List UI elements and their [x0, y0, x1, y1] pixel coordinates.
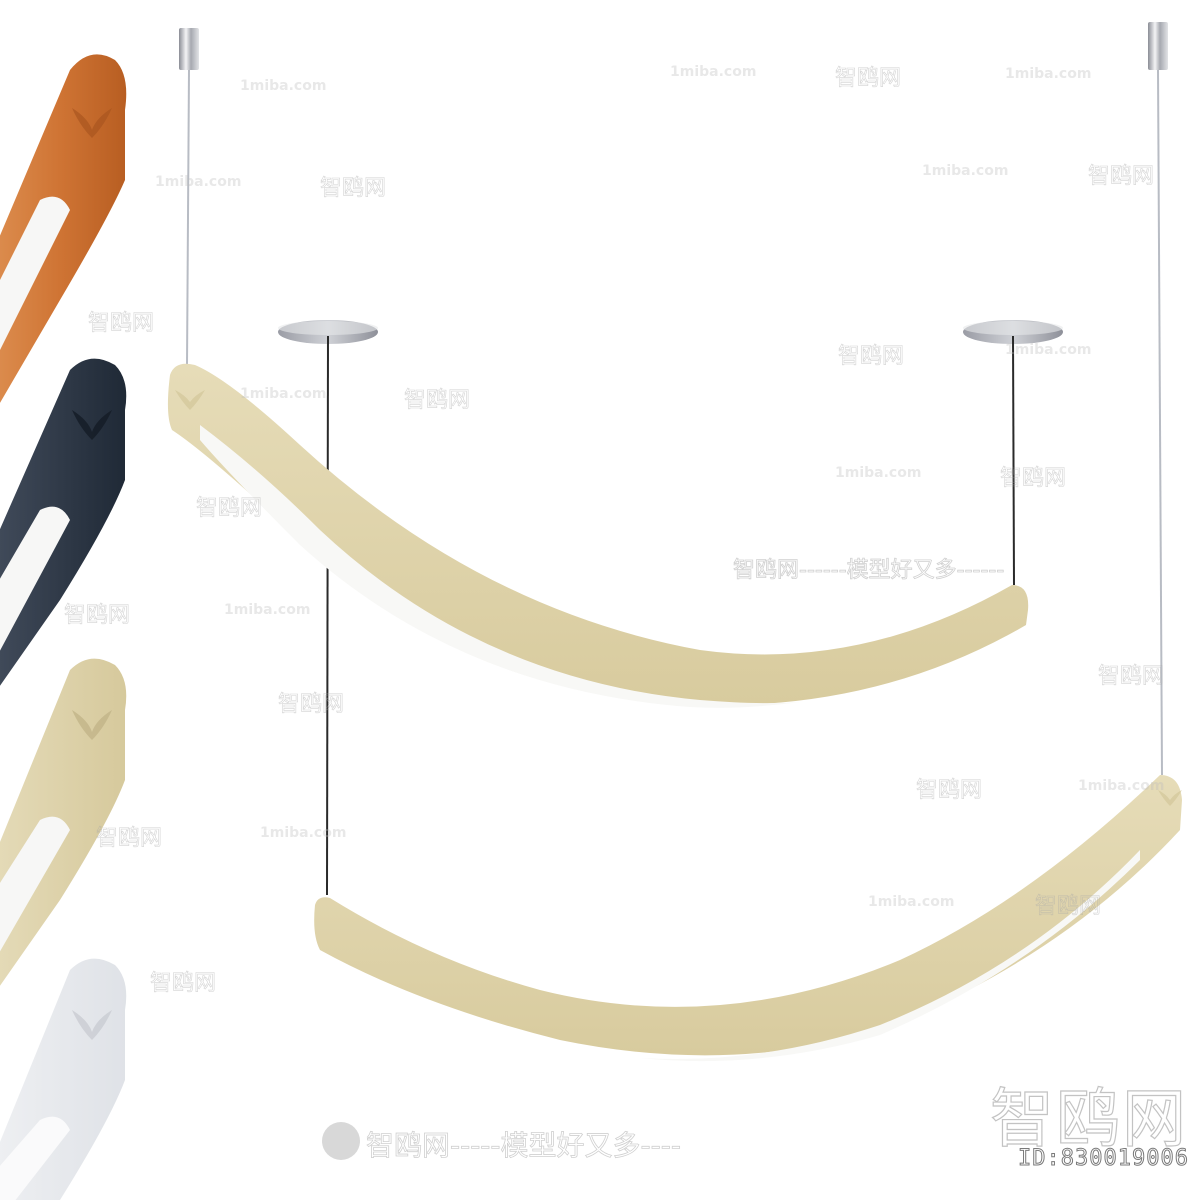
- canopy-right: [963, 320, 1063, 586]
- swatch-white: [0, 958, 127, 1200]
- brand-logo-icon: [322, 1122, 360, 1160]
- moth-logo-icon: [72, 710, 112, 740]
- swatch-navy: [0, 358, 127, 686]
- watermark-id: ID:830019006: [1018, 1146, 1189, 1172]
- moth-logo-icon: [1158, 790, 1182, 806]
- lower-pendant-lamp: [314, 775, 1182, 1062]
- canopy-left: [278, 320, 378, 896]
- upper-pendant-lamp: [167, 363, 1029, 708]
- watermark-big-brand: 智鸥网: [989, 1082, 1188, 1157]
- moth-logo-icon: [72, 108, 112, 138]
- swatch-beige: [0, 658, 127, 986]
- moth-logo-icon: [72, 1010, 112, 1040]
- ceiling-mount-left: [179, 28, 199, 366]
- ceiling-mount-right: [1148, 22, 1168, 776]
- moth-logo-icon: [175, 390, 205, 410]
- swatch-orange: [0, 54, 127, 403]
- moth-logo-icon: [72, 410, 112, 440]
